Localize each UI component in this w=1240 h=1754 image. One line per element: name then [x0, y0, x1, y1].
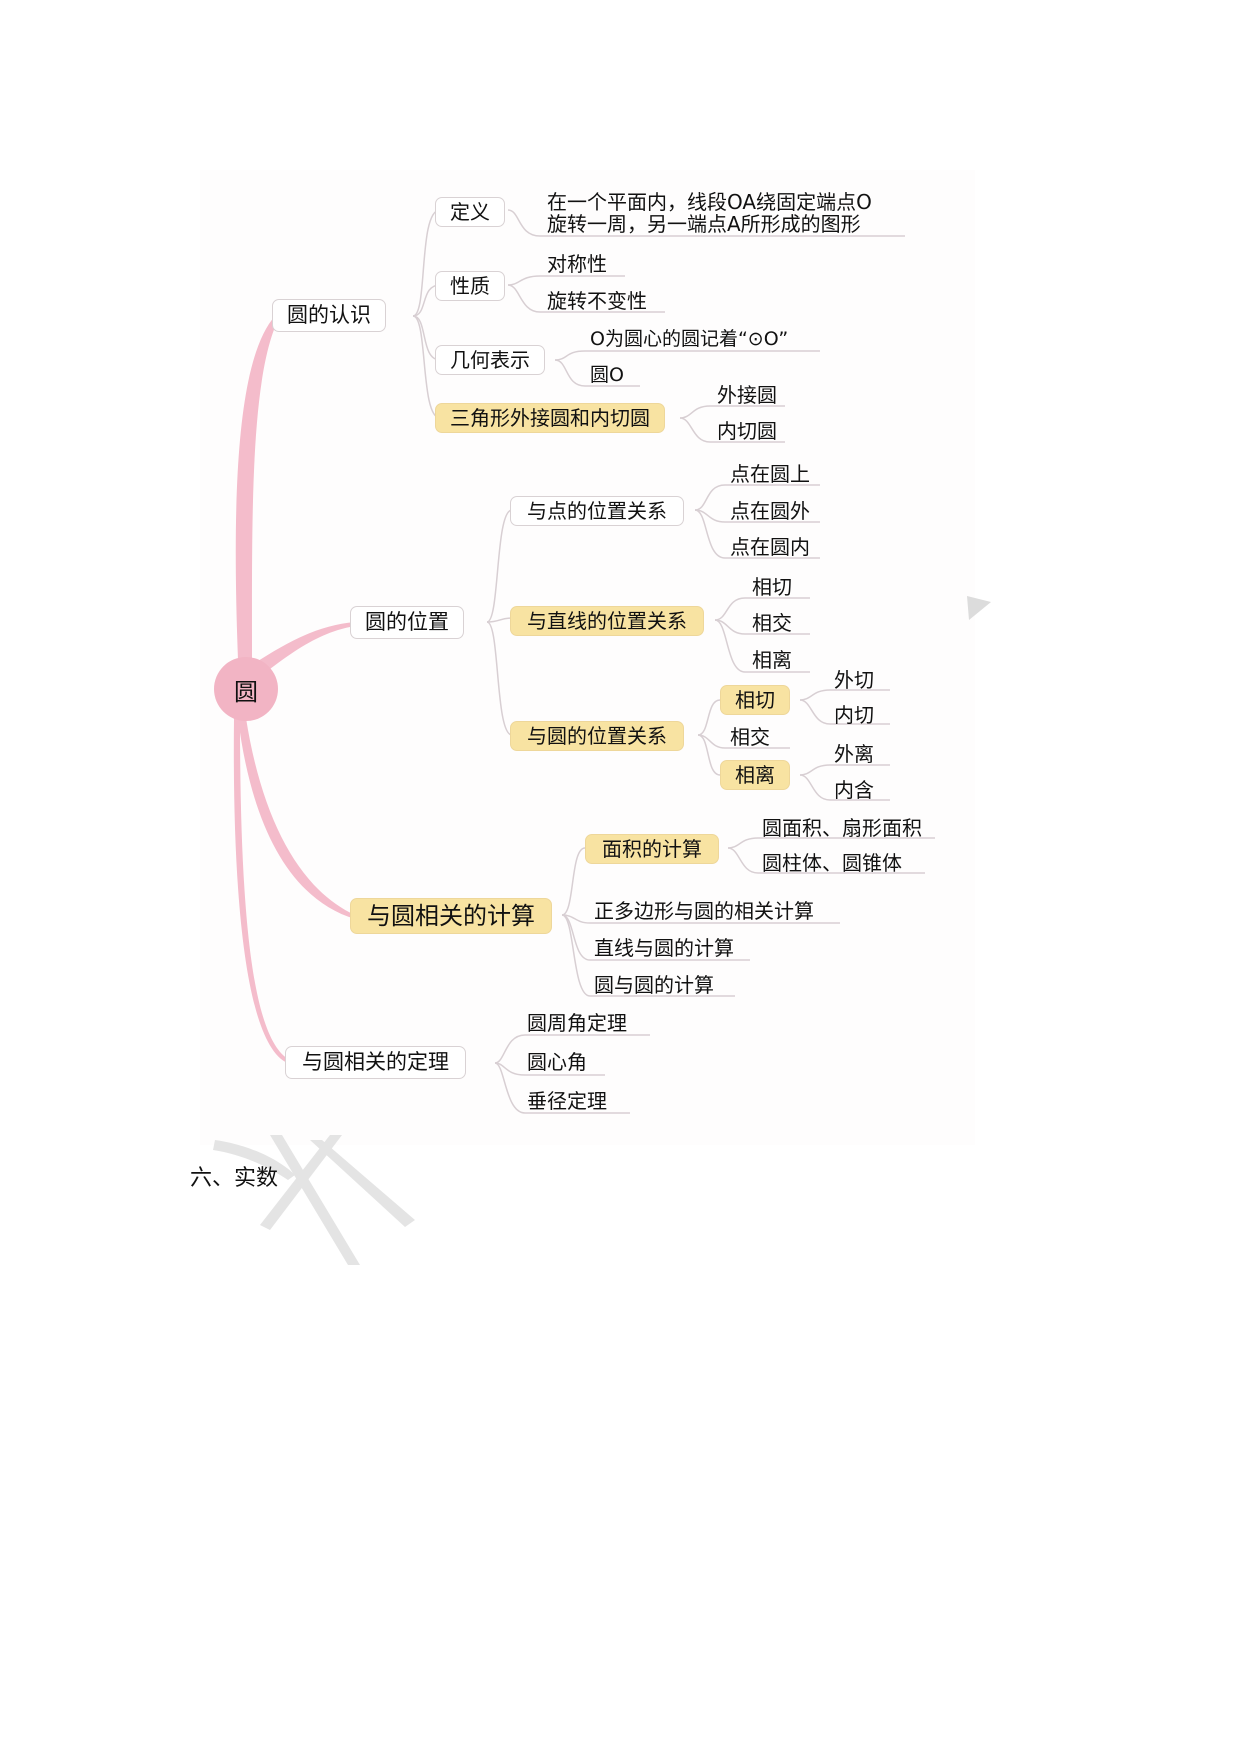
node-properties: 性质: [435, 271, 505, 301]
node-label: 几何表示: [450, 348, 530, 372]
leaf-point-outside: 点在圆外: [728, 499, 812, 525]
leaf-text: 相交: [730, 725, 770, 749]
leaf-text: 圆与圆的计算: [594, 973, 714, 997]
leaf-text: 圆心角: [527, 1050, 587, 1074]
leaf-point-inside: 点在圆内: [728, 535, 812, 561]
leaf-text: 内含: [834, 778, 874, 802]
leaf-text: 圆柱体、圆锥体: [762, 851, 902, 875]
node-label: 相离: [735, 763, 775, 787]
node-label: 与点的位置关系: [527, 499, 667, 523]
leaf-regular-polygon-calc: 正多边形与圆的相关计算: [592, 899, 816, 925]
node-label: 与圆的位置关系: [527, 724, 667, 748]
leaf-text: 相离: [752, 648, 792, 672]
leaf-text: 相交: [752, 611, 792, 635]
leaf-text: 圆周角定理: [527, 1011, 627, 1035]
mindmap-image: [200, 170, 975, 1145]
leaf-internal-tangent: 内切: [832, 703, 876, 729]
leaf-definition-line-2: 旋转一周，另一端点A所形成的图形: [545, 212, 863, 238]
leaf-text: 圆面积、扇形面积: [762, 816, 922, 840]
node-line-relation: 与直线的位置关系: [510, 606, 704, 636]
leaf-text: 点在圆上: [730, 462, 810, 486]
leaf-text: 旋转一周，另一端点A所形成的图形: [547, 212, 861, 236]
leaf-text: 相切: [752, 575, 792, 599]
node-label: 相切: [735, 688, 775, 712]
node-circle-calculations: 与圆相关的计算: [350, 898, 552, 934]
leaf-text: O为圆心的圆记着“⊙O”: [590, 328, 789, 350]
node-geometric-notation: 几何表示: [435, 345, 545, 375]
node-label: 与圆相关的计算: [367, 902, 535, 930]
leaf-text: 正多边形与圆的相关计算: [594, 899, 814, 923]
section-heading: 六、实数: [190, 1166, 279, 1191]
leaf-definition-line-1: 在一个平面内，线段OA绕固定端点O: [545, 190, 874, 216]
node-label: 与圆相关的定理: [302, 1050, 449, 1074]
leaf-text: 对称性: [547, 252, 607, 276]
leaf-line-separate: 相离: [750, 648, 794, 674]
node-definition: 定义: [435, 197, 505, 227]
leaf-external-separate: 外离: [832, 742, 876, 768]
leaf-text: 内切: [834, 703, 874, 727]
node-label: 三角形外接圆和内切圆: [450, 406, 650, 430]
leaf-circles-intersect: 相交: [728, 725, 772, 751]
leaf-circle-circle-calc: 圆与圆的计算: [592, 973, 716, 999]
leaf-text: 内切圆: [717, 419, 777, 443]
node-circle-relation: 与圆的位置关系: [510, 721, 684, 751]
node-label: 面积的计算: [602, 837, 702, 861]
leaf-contained: 内含: [832, 778, 876, 804]
leaf-text: 圆O: [590, 364, 624, 386]
leaf-point-on-circle: 点在圆上: [728, 462, 812, 488]
leaf-text: 旋转不变性: [547, 289, 647, 313]
leaf-text: 外离: [834, 742, 874, 766]
leaf-inscribed-angle-theorem: 圆周角定理: [525, 1011, 629, 1037]
leaf-text: 垂径定理: [527, 1089, 607, 1113]
leaf-circumcircle: 外接圆: [715, 383, 779, 409]
leaf-central-angle: 圆心角: [525, 1050, 589, 1076]
node-circle-recognition: 圆的认识: [272, 299, 386, 332]
root-label: 圆: [234, 677, 258, 706]
node-circles-tangent: 相切: [720, 685, 790, 715]
node-circle-theorems: 与圆相关的定理: [285, 1046, 466, 1079]
leaf-text: 外切: [834, 668, 874, 692]
leaf-line-circle-calc: 直线与圆的计算: [592, 936, 736, 962]
watermark-logo: [213, 1135, 415, 1265]
node-point-relation: 与点的位置关系: [510, 496, 684, 526]
leaf-perpendicular-diameter-theorem: 垂径定理: [525, 1089, 609, 1115]
leaf-text: 点在圆外: [730, 499, 810, 523]
leaf-line-intersect: 相交: [750, 611, 794, 637]
node-circle-position: 圆的位置: [350, 606, 464, 639]
node-triangle-circles: 三角形外接圆和内切圆: [435, 403, 665, 433]
leaf-notation-circle-o: O为圆心的圆记着“⊙O”: [588, 328, 790, 353]
node-label: 定义: [450, 200, 490, 224]
node-label: 圆的认识: [287, 303, 371, 327]
node-circles-separate: 相离: [720, 760, 790, 790]
leaf-text: 点在圆内: [730, 535, 810, 559]
leaf-rotation-invariance: 旋转不变性: [545, 289, 649, 315]
node-label: 性质: [450, 274, 490, 298]
leaf-symmetry: 对称性: [545, 252, 609, 278]
leaf-incircle: 内切圆: [715, 419, 779, 445]
leaf-line-tangent: 相切: [750, 575, 794, 601]
leaf-text: 直线与圆的计算: [594, 936, 734, 960]
node-label: 与直线的位置关系: [527, 609, 687, 633]
leaf-text: 在一个平面内，线段OA绕固定端点O: [547, 190, 872, 214]
leaf-circle-sector-area: 圆面积、扇形面积: [760, 816, 924, 842]
node-label: 圆的位置: [365, 610, 449, 634]
leaf-text: 外接圆: [717, 383, 777, 407]
watermark-arrow: [967, 596, 991, 620]
leaf-circle-o: 圆O: [588, 364, 626, 389]
leaf-external-tangent: 外切: [832, 668, 876, 694]
leaf-cylinder-cone: 圆柱体、圆锥体: [760, 851, 904, 877]
node-area-calculation: 面积的计算: [585, 834, 719, 864]
mindmap-root-node: 圆: [214, 657, 278, 721]
